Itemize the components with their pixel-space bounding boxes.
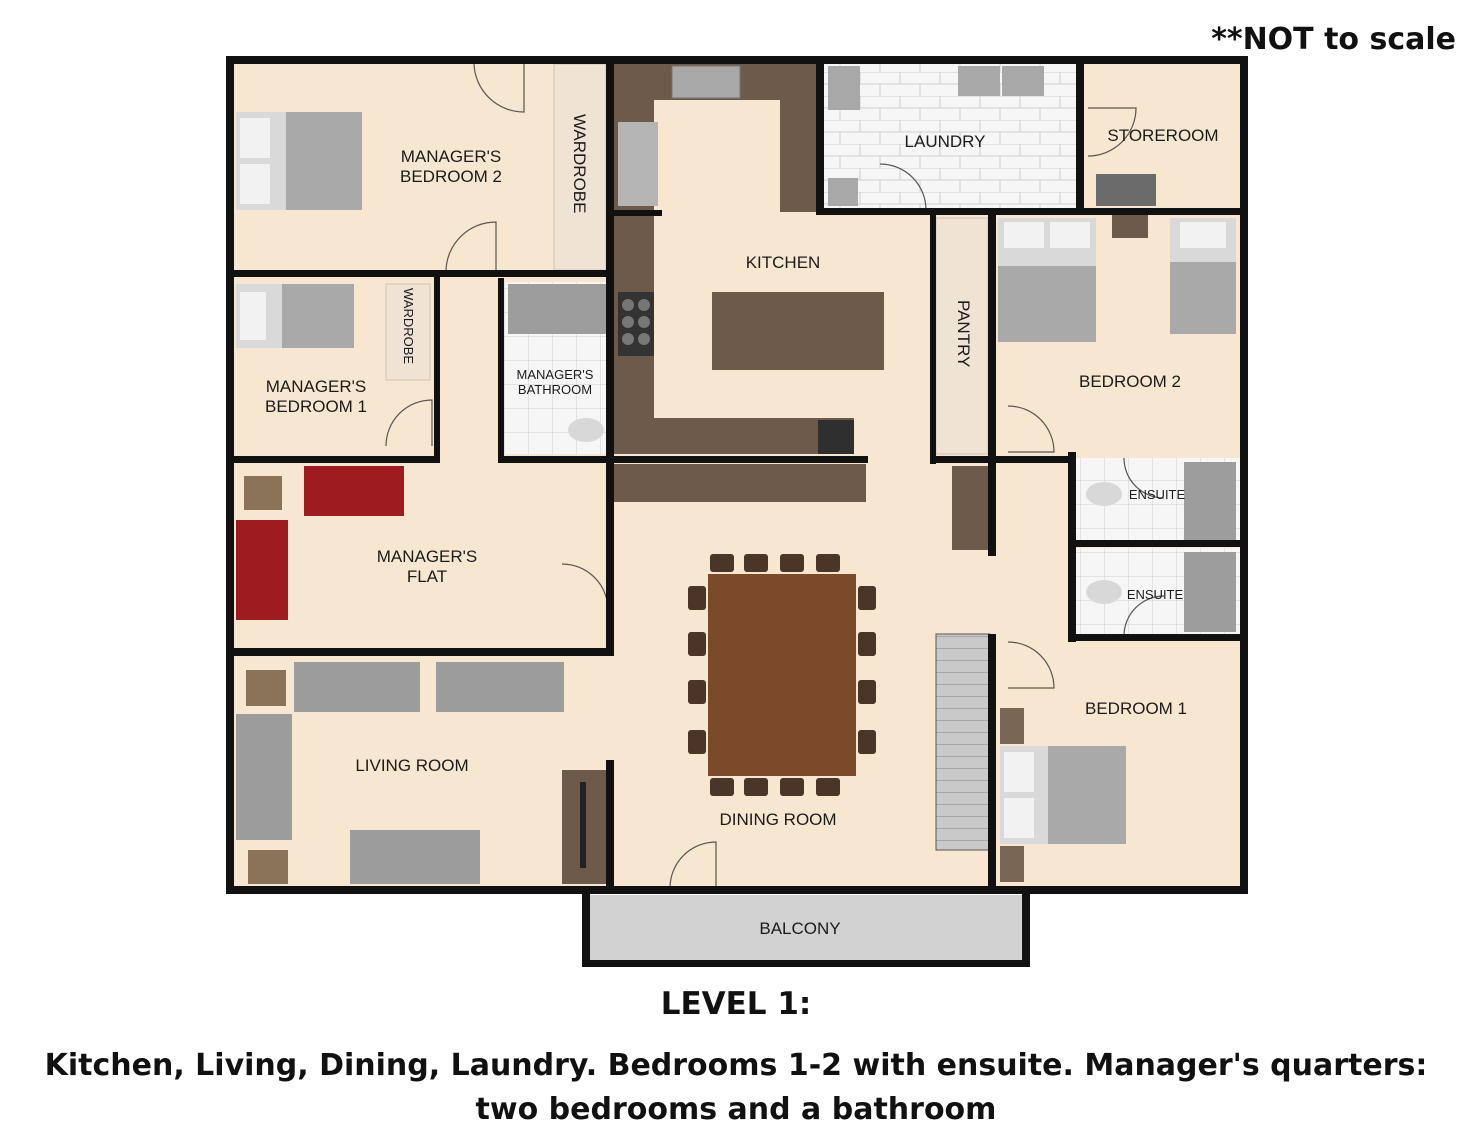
label-managers-bathroom-line2: BATHROOM — [518, 382, 592, 397]
label-bedroom-1: BEDROOM 1 — [1085, 699, 1187, 718]
appliances — [618, 65, 1156, 454]
label-wardrobe-top: WARDROBE — [570, 114, 589, 214]
label-dining-room: DINING ROOM — [719, 810, 836, 829]
label-managers-bathroom-line1: MANAGER'S — [517, 367, 594, 382]
living-furniture — [236, 466, 608, 884]
label-managers-bedroom-1-line1: MANAGER'S — [266, 377, 367, 396]
walls — [226, 56, 1248, 967]
label-managers-flat-line1: MANAGER'S — [377, 547, 478, 566]
label-wardrobe-small: WARDROBE — [401, 288, 416, 364]
wardrobes — [385, 63, 989, 455]
label-bedroom-2: BEDROOM 2 — [1079, 372, 1181, 391]
label-living-room: LIVING ROOM — [355, 756, 468, 775]
label-ensuite-1: ENSUITE — [1129, 487, 1186, 502]
level-title: LEVEL 1: — [660, 986, 812, 1022]
label-storeroom: STOREROOM — [1107, 126, 1218, 145]
scale-note: **NOT to scale — [1211, 22, 1456, 57]
label-managers-bedroom-1-line2: BEDROOM 1 — [265, 397, 367, 416]
staircase — [935, 633, 991, 851]
label-pantry: PANTRY — [954, 300, 973, 367]
floor-plan: MANAGER'S BEDROOM 2 WARDROBE LAUNDRY STO… — [226, 56, 1248, 967]
label-ensuite-2: ENSUITE — [1127, 587, 1184, 602]
label-kitchen: KITCHEN — [746, 253, 821, 272]
label-laundry: LAUNDRY — [905, 132, 986, 151]
label-managers-flat-line2: FLAT — [407, 567, 447, 586]
room-labels: MANAGER'S BEDROOM 2 WARDROBE LAUNDRY STO… — [265, 114, 1219, 938]
label-managers-bedroom-2-line2: BEDROOM 2 — [400, 167, 502, 186]
dining-table — [688, 554, 876, 796]
beds — [236, 112, 1236, 882]
label-managers-bedroom-2-line1: MANAGER'S — [401, 147, 502, 166]
bathroom-fixtures — [508, 284, 1236, 632]
level-description: Kitchen, Living, Dining, Laundry. Bedroo… — [44, 1048, 1428, 1127]
label-balcony: BALCONY — [759, 919, 840, 938]
